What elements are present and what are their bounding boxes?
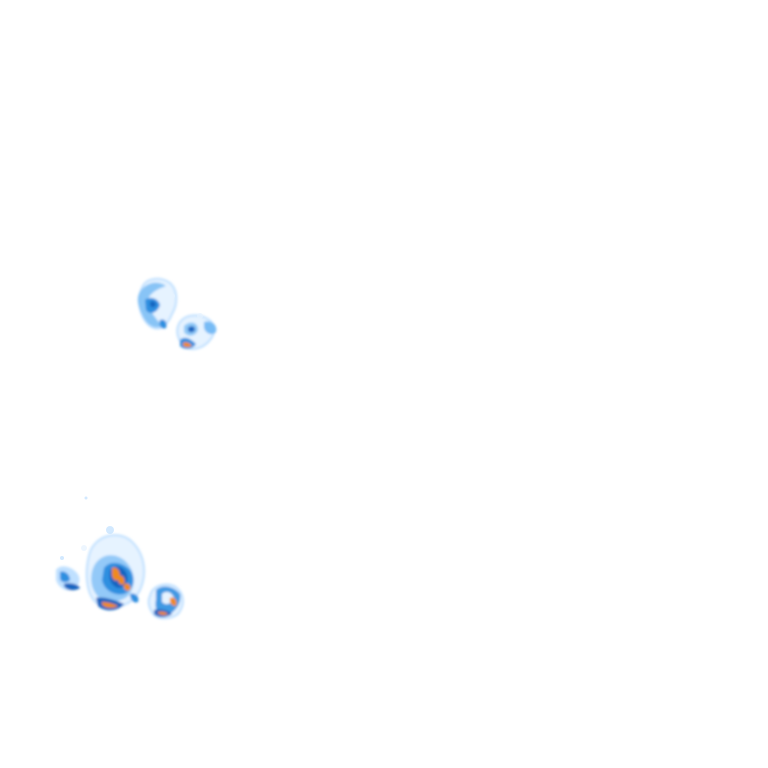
precip-cell-lower-far-left: [56, 566, 80, 591]
precip-cell-lower-right: [147, 583, 184, 620]
precip-cell-upper-right: [176, 314, 217, 350]
precip-cell-upper-left: [137, 277, 178, 330]
scattered-light-returns: [60, 293, 203, 560]
precip-cell-lower-main: [85, 534, 146, 611]
